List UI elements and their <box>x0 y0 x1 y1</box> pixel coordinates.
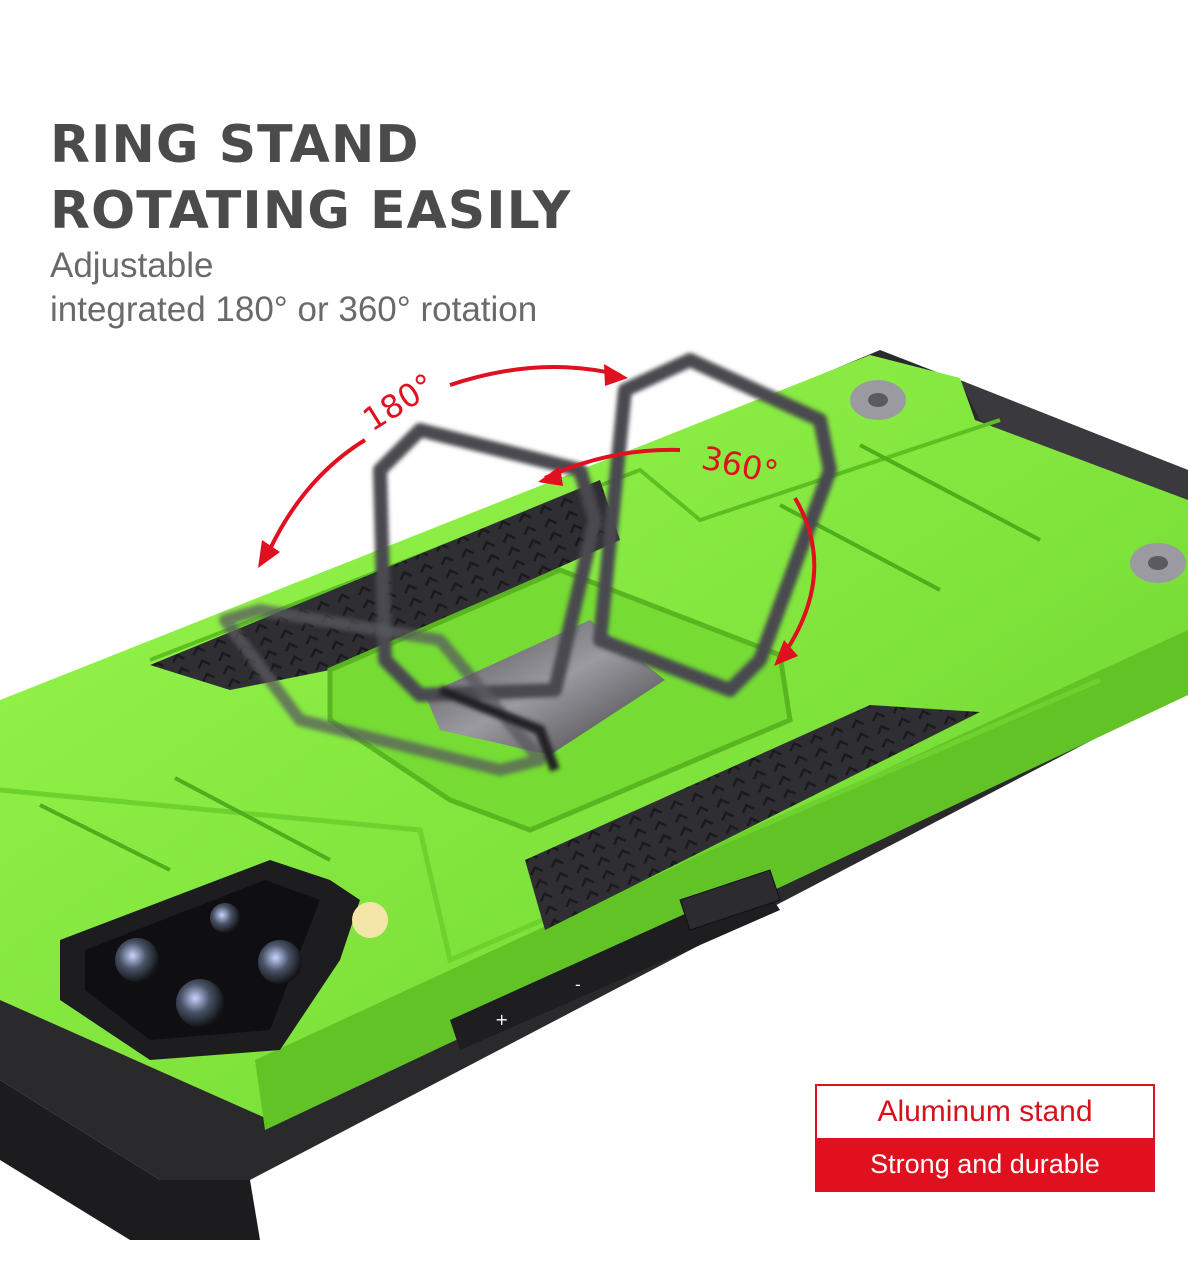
headline: RING STAND ROTATING EASILY <box>50 112 571 244</box>
side-buttons: + - <box>450 869 781 1050</box>
flash-icon <box>352 902 388 938</box>
minus-icon: - <box>575 975 581 994</box>
screw-icon <box>1130 543 1186 583</box>
arrow-180-left <box>263 438 367 561</box>
subheadline-line-1: Adjustable <box>50 246 214 285</box>
subheadline-line-2: integrated 180° or 360° rotation <box>50 290 538 329</box>
camera-lens-icon <box>176 979 224 1027</box>
camera-lens-icon <box>210 903 240 933</box>
badge-top-text: Aluminum stand <box>817 1086 1153 1138</box>
arrow-360-side <box>778 496 817 662</box>
arrow-180-right <box>449 365 621 387</box>
grip-tread-bottom <box>525 705 980 930</box>
arrowhead-icons <box>258 364 798 666</box>
headline-line-1: RING STAND <box>50 115 420 175</box>
headline-line-2: ROTATING EASILY <box>50 181 572 241</box>
subheadline: Adjustable integrated 180° or 360° rotat… <box>50 244 537 332</box>
camera-lens-icon <box>258 940 302 984</box>
camera-module <box>60 860 388 1060</box>
badge-bottom-text: Strong and durable <box>817 1138 1153 1190</box>
camera-lens-icon <box>115 938 159 982</box>
plus-icon: + <box>495 1010 508 1029</box>
feature-badge: Aluminum stand Strong and durable <box>815 1084 1155 1192</box>
screw-icon <box>850 380 906 420</box>
rotating-ring <box>219 353 837 776</box>
